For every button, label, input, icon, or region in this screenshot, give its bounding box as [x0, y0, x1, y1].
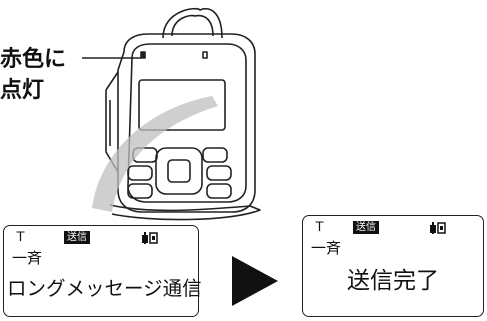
screen-line-1: 一斉: [12, 249, 43, 267]
status-row: Ｔ 送信: [311, 220, 475, 236]
callout-label: 赤色に 点灯: [0, 44, 100, 106]
callout-line-2: 点灯: [0, 78, 45, 103]
screen-line-2: ロングメッセージ通信: [7, 277, 202, 300]
right-arrow-icon: [232, 256, 278, 306]
antenna-icon: Ｔ: [14, 230, 28, 245]
send-mode-badge: 送信: [64, 231, 90, 244]
screen-line-1: 一斉: [311, 239, 342, 257]
lcd-screen-after: Ｔ 送信 一斉 送信完了: [302, 215, 484, 317]
status-row: Ｔ 送信: [12, 230, 190, 246]
send-mode-badge: 送信: [353, 221, 379, 234]
signal-icon: [430, 222, 446, 234]
signal-icon: [142, 232, 158, 244]
antenna-icon: Ｔ: [313, 220, 327, 235]
callout-line-1: 赤色に: [0, 47, 67, 72]
screen-line-2: 送信完了: [347, 268, 439, 294]
lcd-screen-before: Ｔ 送信 一斉 ロングメッセージ通信: [3, 225, 202, 317]
